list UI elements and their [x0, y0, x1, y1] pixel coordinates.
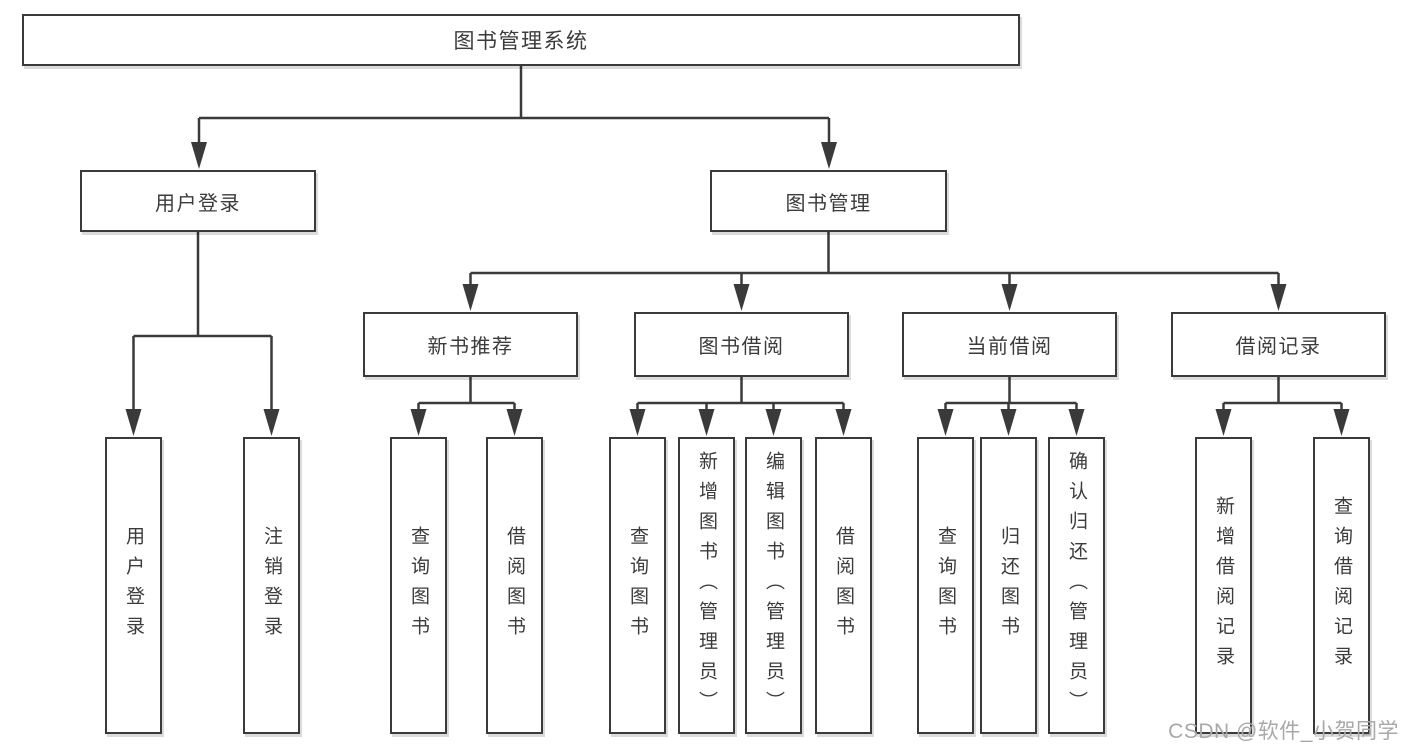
arrowhead-icon — [191, 142, 207, 169]
arrowhead-icon — [1270, 284, 1287, 311]
arrowhead-icon — [1001, 284, 1018, 311]
leaf-confirm-return-admin: 确认归还（管理员） — [1048, 437, 1105, 734]
node-book-management: 图书管理 — [710, 170, 947, 232]
arrowhead-icon — [937, 409, 954, 436]
arrowhead-icon — [821, 142, 837, 169]
leaf-edit-books-admin: 编辑图书（管理员） — [745, 437, 802, 734]
arrowhead-icon — [1333, 409, 1350, 436]
leaf-add-borrow-record: 新增借阅记录 — [1195, 437, 1252, 734]
leaf-query-borrow-record: 查询借阅记录 — [1313, 437, 1370, 734]
arrowhead-icon — [629, 409, 646, 436]
node-new-book-recommend: 新书推荐 — [363, 312, 578, 377]
leaf-return-books: 归还图书 — [980, 437, 1037, 734]
arrowhead-icon — [698, 409, 715, 436]
leaf-query-books-borrowing: 查询图书 — [609, 437, 666, 734]
arrowhead-icon — [1000, 409, 1017, 436]
arrowhead-icon — [462, 284, 479, 311]
leaf-logout: 注销登录 — [243, 437, 300, 734]
leaf-query-books-recommend: 查询图书 — [390, 437, 447, 734]
arrowhead-icon — [765, 409, 782, 436]
leaf-borrow-books-borrowing: 借阅图书 — [815, 437, 872, 734]
arrowhead-icon — [1215, 409, 1232, 436]
arrowhead-icon — [1068, 409, 1085, 436]
arrowhead-icon — [733, 284, 750, 311]
node-current-borrowing: 当前借阅 — [902, 312, 1117, 377]
node-user-login: 用户登录 — [80, 170, 316, 232]
leaf-borrow-books-recommend: 借阅图书 — [486, 437, 543, 734]
arrowhead-icon — [835, 409, 852, 436]
csdn-watermark: CSDN @软件_小贺同学 — [1168, 720, 1399, 743]
leaf-add-books-admin: 新增图书（管理员） — [678, 437, 735, 734]
leaf-user-login: 用户登录 — [105, 437, 162, 734]
node-borrowing-records: 借阅记录 — [1171, 312, 1386, 377]
arrowhead-icon — [506, 409, 523, 436]
node-book-borrowing: 图书借阅 — [634, 312, 849, 377]
arrowhead-icon — [125, 409, 142, 436]
leaf-query-books-current: 查询图书 — [917, 437, 974, 734]
arrowhead-icon — [410, 409, 427, 436]
arrowhead-icon — [263, 409, 280, 436]
node-root-library-system: 图书管理系统 — [22, 14, 1020, 66]
